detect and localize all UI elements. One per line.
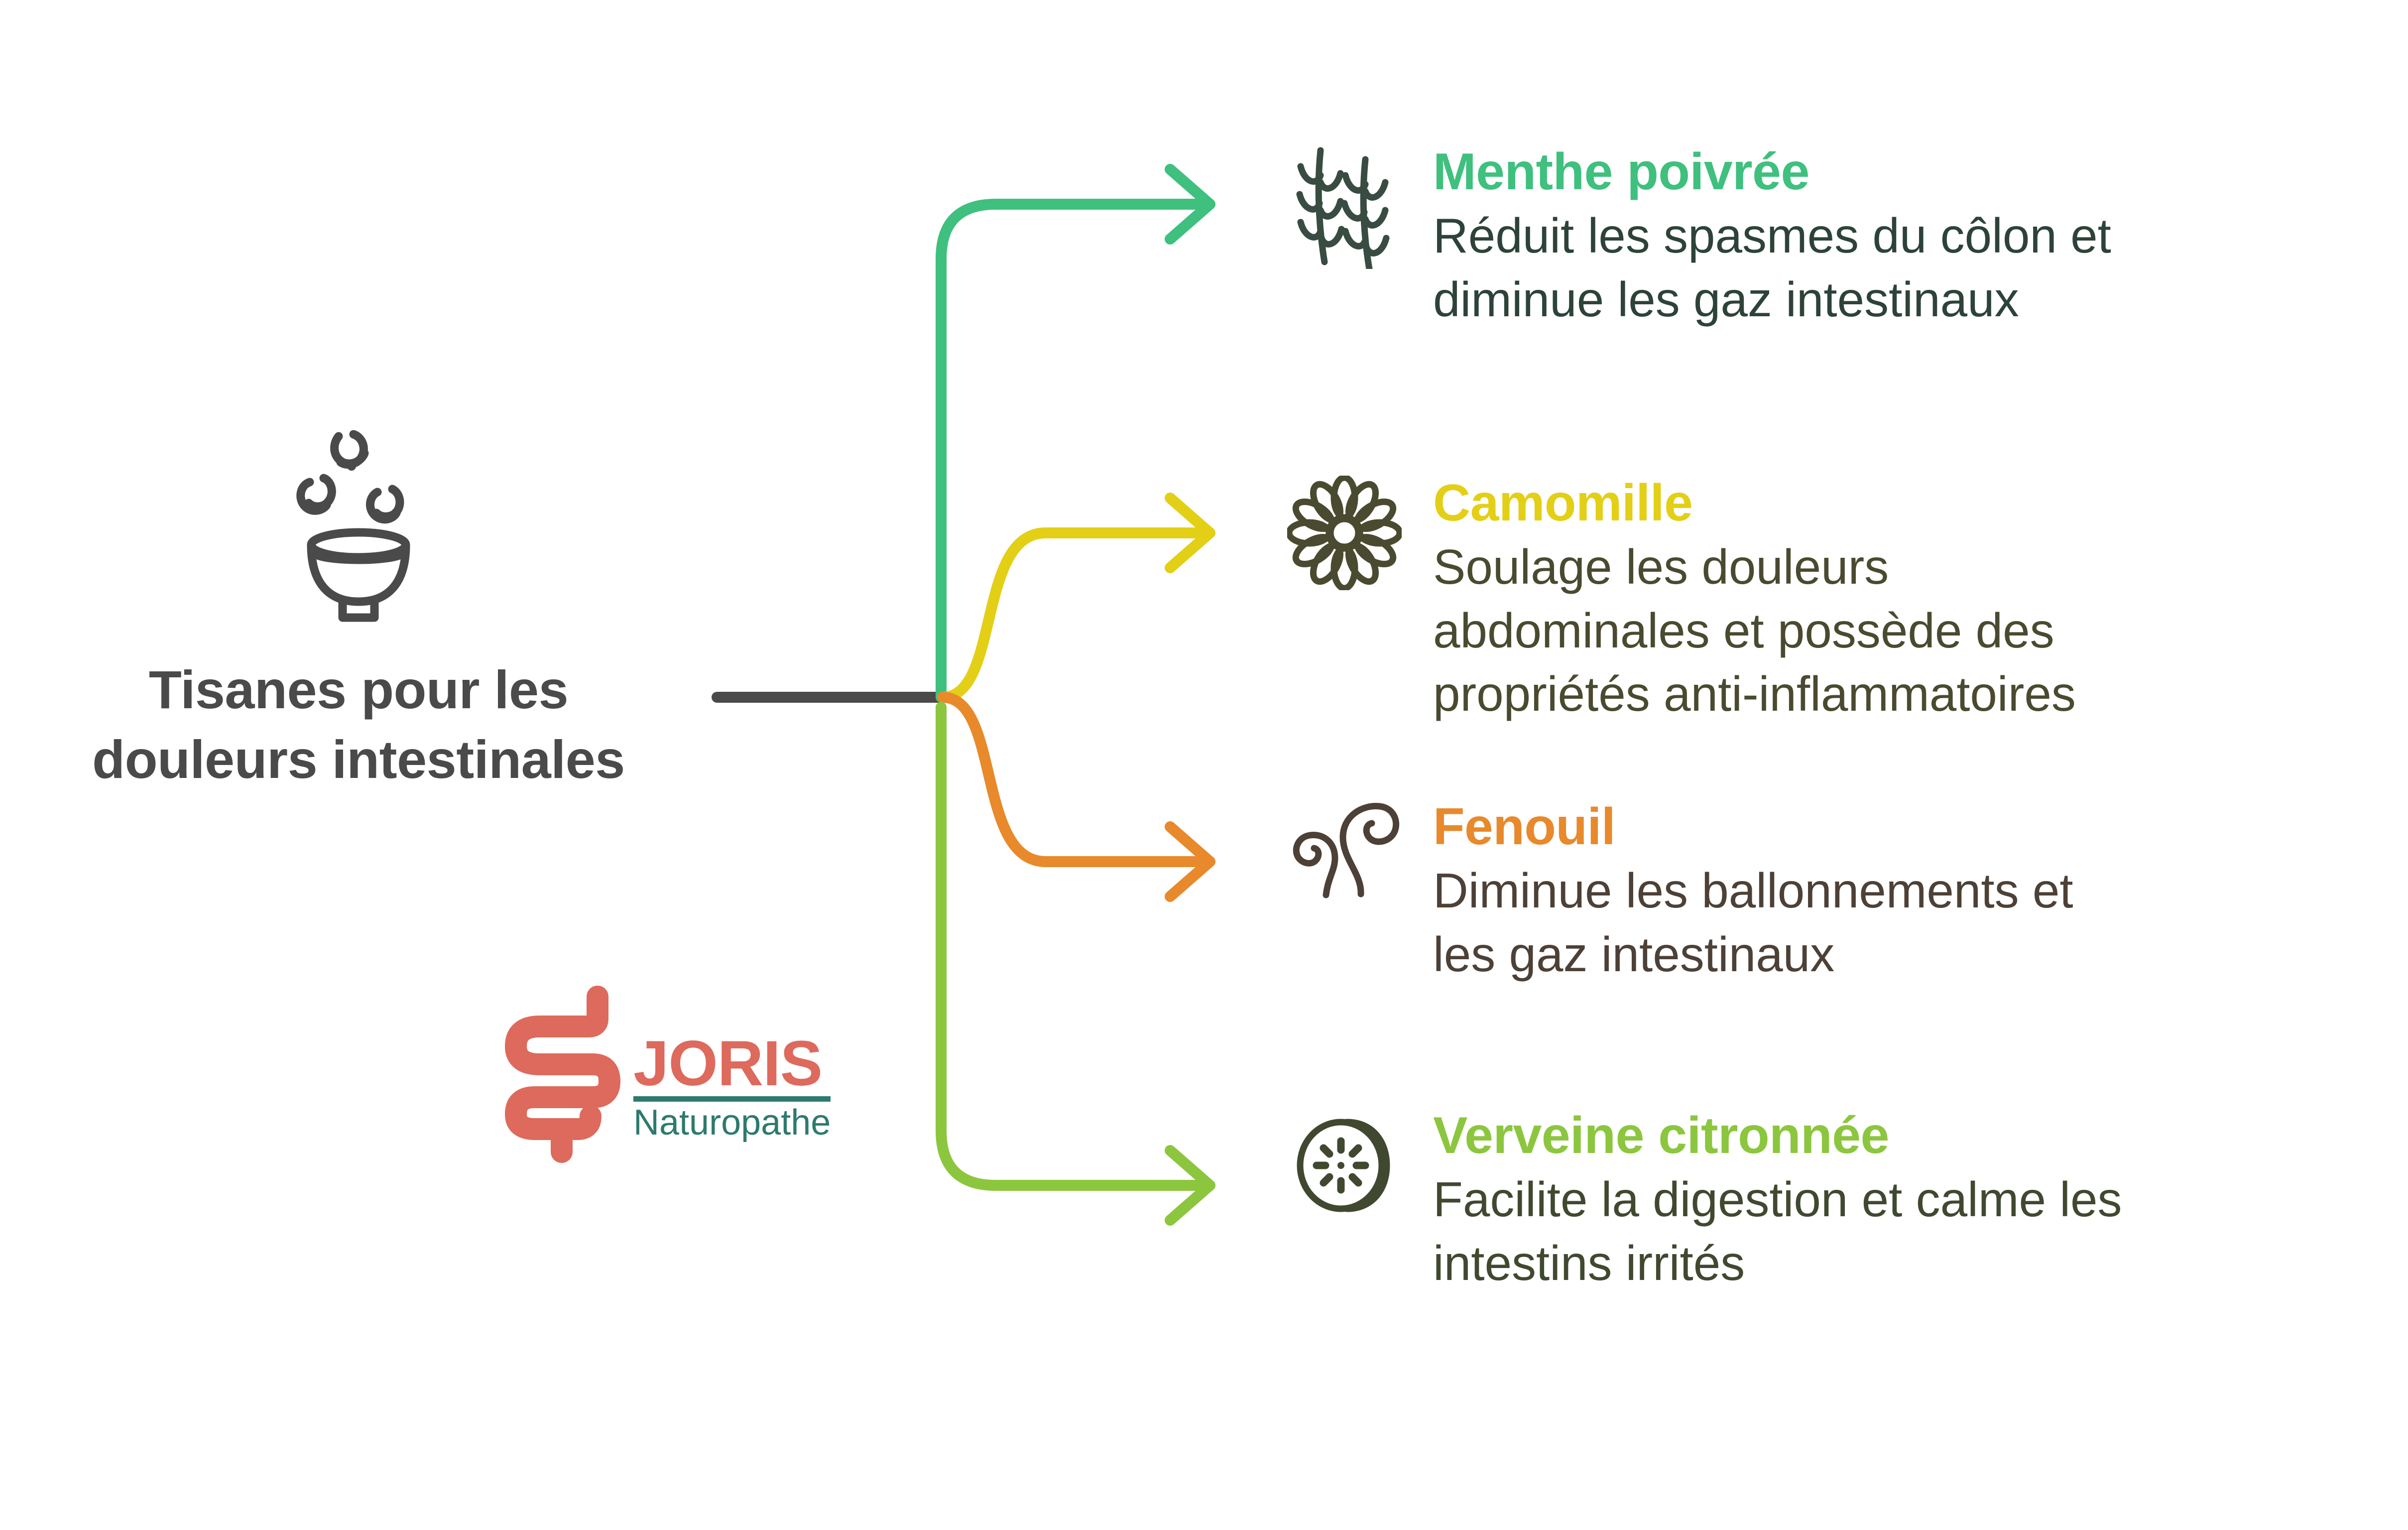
steaming-bowl-icon (296, 430, 410, 622)
mint-sprig-icon (1296, 147, 1390, 269)
branch-icon-wrap-2 (1280, 799, 1409, 914)
arrowhead-1 (1165, 493, 1215, 573)
connector-branch-1 (937, 527, 1215, 703)
branch-item-fenouil: Fenouil Diminue les ballonnements et les… (1280, 799, 2073, 986)
branch-body-2: Diminue les ballonnements et les gaz int… (1433, 863, 2073, 982)
branch-text-0: Menthe poivrée Réduit les spasmes du côl… (1433, 144, 2111, 331)
branch-text-1: Camomille Soulage les douleurs abdominal… (1433, 476, 2076, 726)
branch-body-3: Facilite la digestion et calme les intes… (1433, 1172, 2122, 1290)
center-node: Tisanes pour les douleurs intestinales (65, 418, 652, 795)
branch-body-0: Réduit les spasmes du côlon et diminue l… (1433, 208, 2111, 327)
connector-branch-0 (936, 199, 1215, 703)
logo-tagline: Naturopathe (633, 1102, 831, 1143)
branch-icon-wrap-0 (1280, 144, 1409, 269)
connector-branch-2 (937, 692, 1215, 867)
branch-heading-3: Verveine citronnée (1433, 1107, 1889, 1164)
brand-logo: JORIS Naturopathe (503, 979, 831, 1168)
intestine-icon (505, 986, 620, 1163)
branch-item-verveine-citronnee: Verveine citronnée Facilite la digestion… (1280, 1108, 2122, 1295)
branch-heading-0: Menthe poivrée (1433, 143, 1809, 201)
branch-icon-wrap-3 (1280, 1108, 1409, 1223)
logo-divider (633, 1096, 831, 1102)
logo-text-block: JORIS Naturopathe (633, 1006, 831, 1143)
connector-branch-3 (936, 702, 1215, 1191)
branch-text-3: Verveine citronnée Facilite la digestion… (1433, 1108, 2122, 1295)
page-title: Tisanes pour les douleurs intestinales (92, 659, 625, 790)
branch-item-menthe-poivree: Menthe poivrée Réduit les spasmes du côl… (1280, 144, 2111, 331)
citrus-slice-icon (1297, 1119, 1390, 1212)
branch-item-camomille: Camomille Soulage les douleurs abdominal… (1280, 476, 2076, 726)
arrowhead-3 (1165, 1145, 1215, 1226)
branch-text-2: Fenouil Diminue les ballonnements et les… (1433, 799, 2073, 986)
branch-heading-1: Camomille (1433, 474, 1693, 532)
arrowhead-2 (1165, 821, 1215, 902)
fennel-fiddlehead-icon (1293, 803, 1400, 898)
branch-icon-wrap-1 (1280, 476, 1409, 590)
logo-wordmark: JORIS (633, 1028, 823, 1100)
branch-body-1: Soulage les douleurs abdominales et poss… (1433, 539, 2076, 722)
chamomile-flower-icon (1287, 476, 1402, 590)
branch-heading-2: Fenouil (1433, 798, 1616, 856)
arrowhead-0 (1165, 164, 1215, 245)
